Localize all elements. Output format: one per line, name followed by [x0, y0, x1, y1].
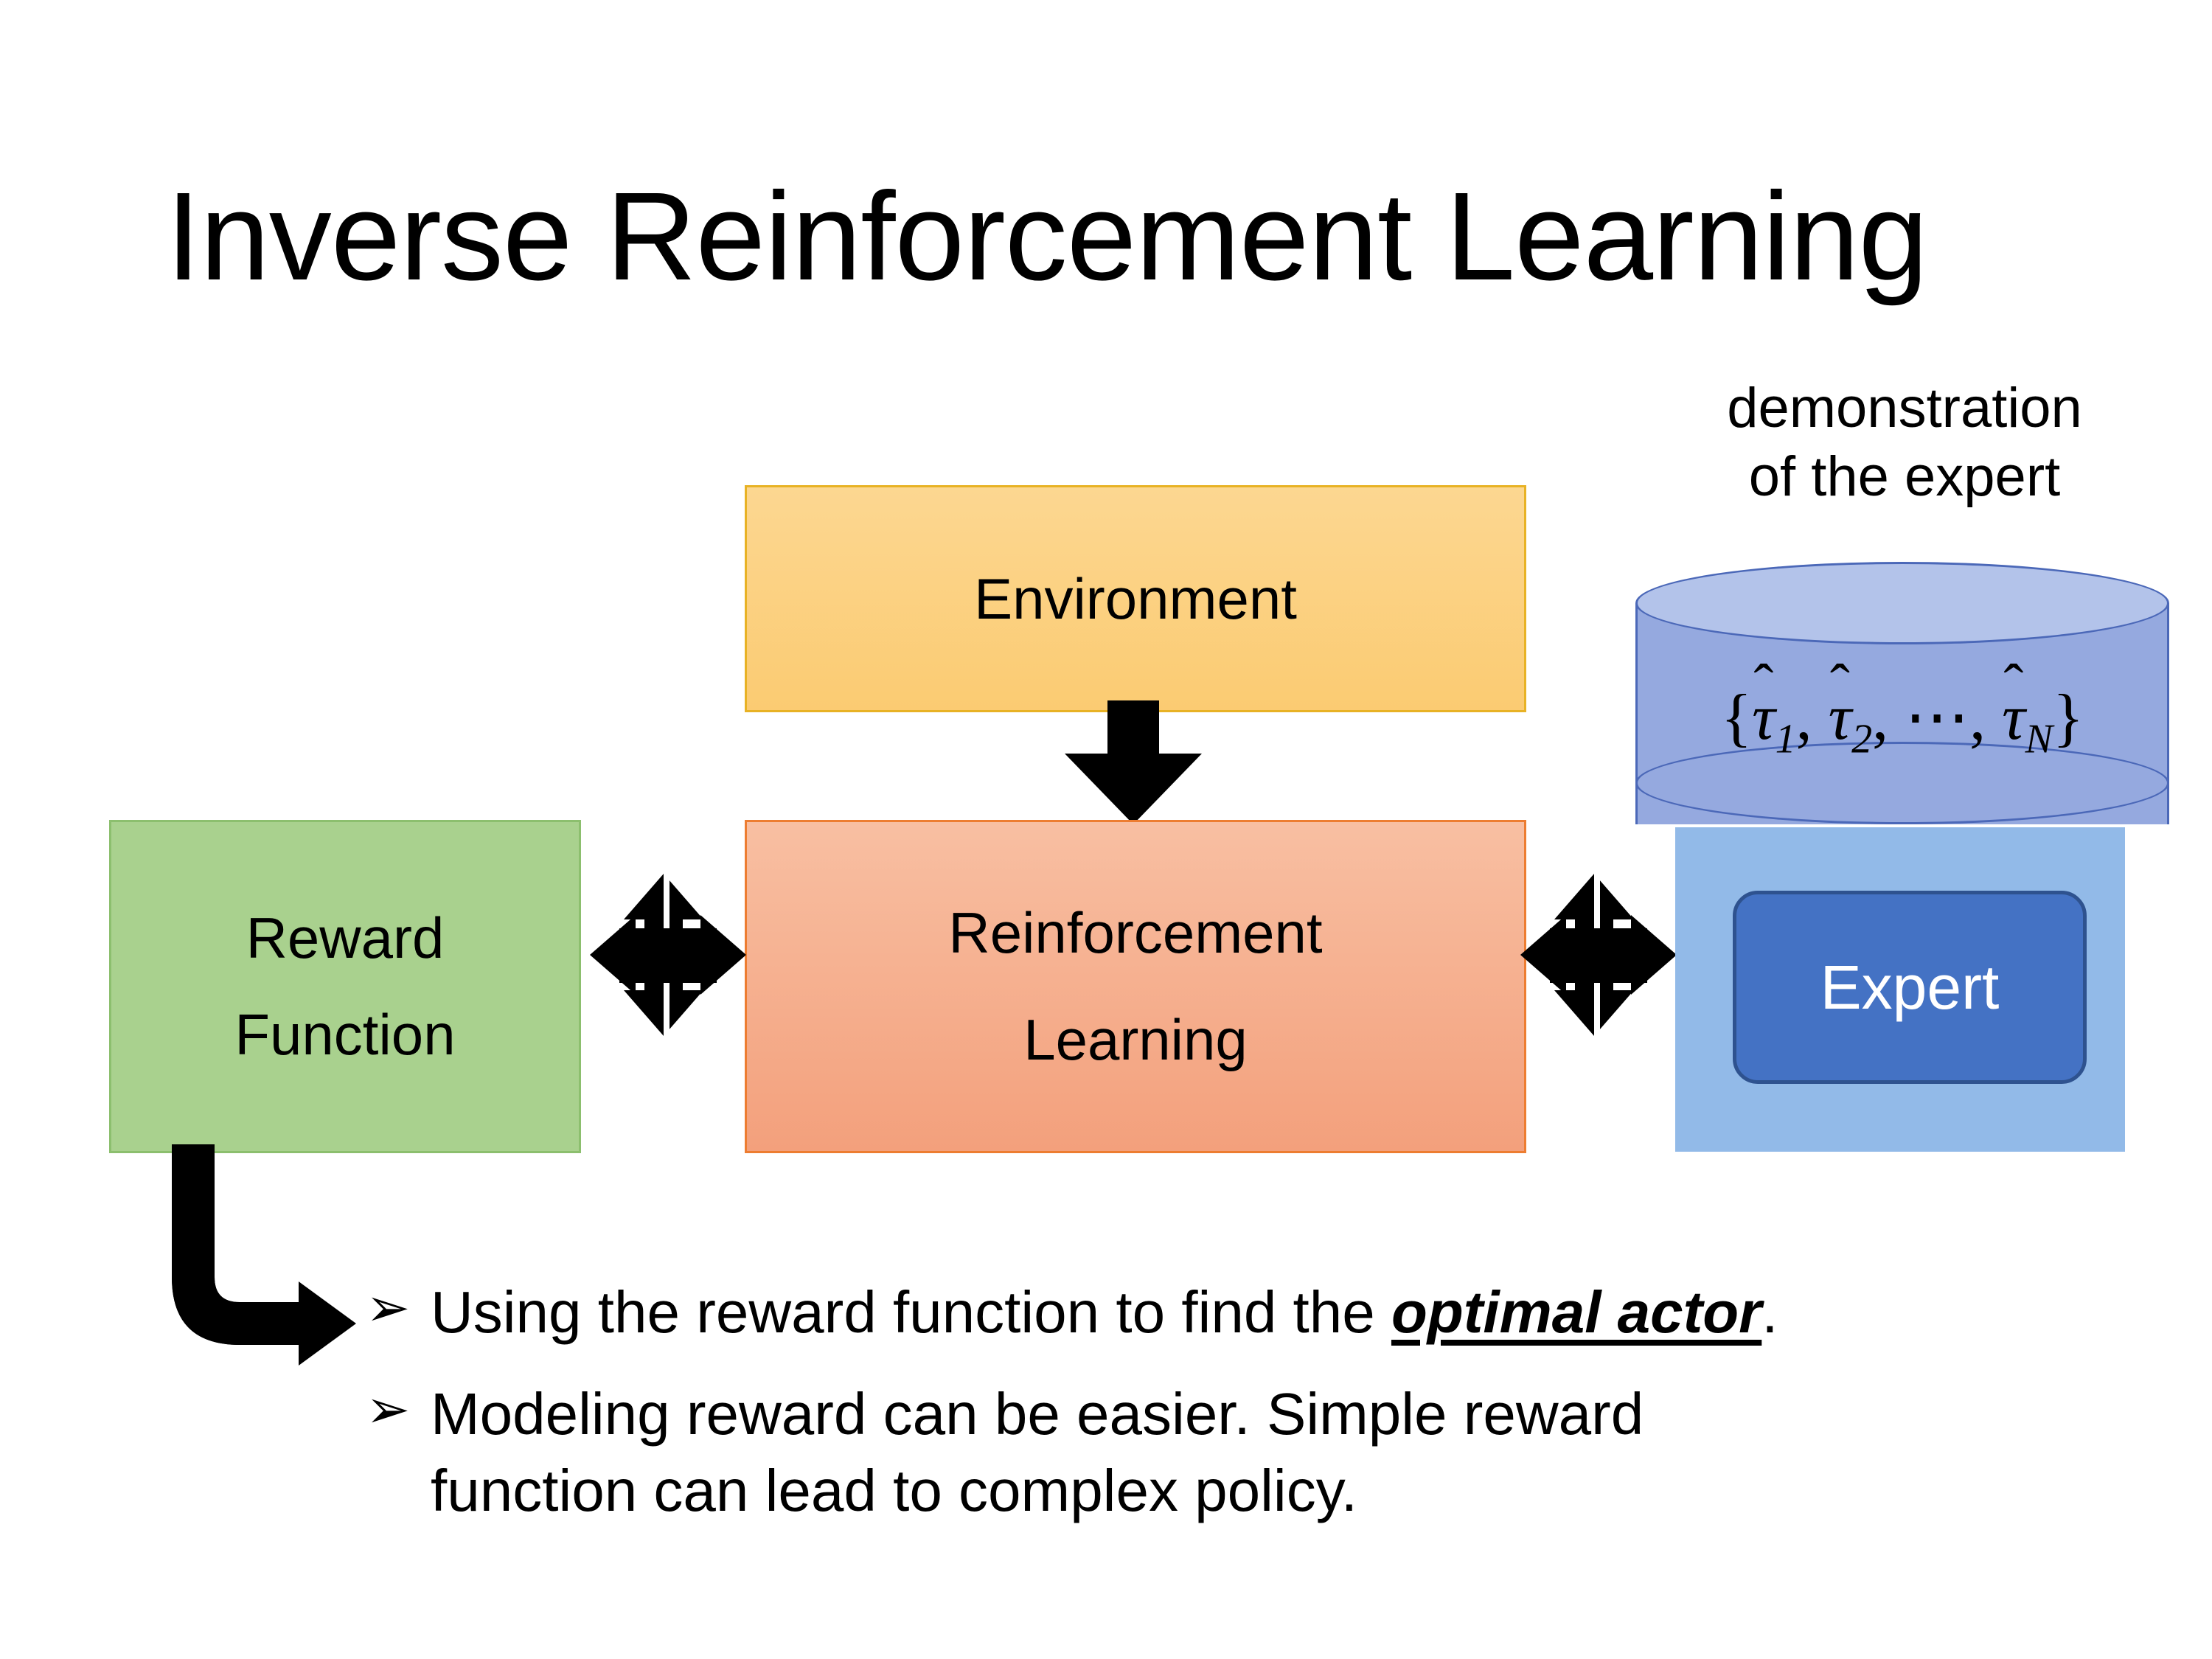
demonstration-store-cylinder: {τ̂1, τ̂2, ⋯, τ̂N}	[1635, 562, 2169, 866]
reward-to-bullets-elbow-arrow	[172, 1144, 356, 1388]
list-item: ➢ Using the reward function to find the …	[366, 1274, 2062, 1351]
bullet-1-text-after: .	[1761, 1279, 1778, 1345]
set-subscript-n: N	[2025, 716, 2053, 762]
reward-label-line2: Function	[234, 1002, 456, 1067]
environment-box: Environment	[745, 485, 1526, 712]
page-title: Inverse Reinforcement Learning	[166, 167, 1928, 307]
set-ellipsis: ⋯	[1905, 682, 1970, 754]
rl-expert-bidirectional-arrow	[1520, 874, 1677, 1036]
bullet-arrow-icon: ➢	[366, 1380, 411, 1439]
bullet-list: ➢ Using the reward function to find the …	[366, 1274, 2062, 1554]
bullet-1-text: Using the reward function to find the op…	[431, 1274, 2062, 1351]
trajectory-set-label: {τ̂1, τ̂2, ⋯, τ̂N}	[1720, 682, 2084, 762]
list-item: ➢ Modeling reward can be easier. Simple …	[366, 1376, 2062, 1529]
rl-label-line2: Learning	[1023, 1007, 1248, 1072]
set-open-brace: {	[1720, 682, 1753, 754]
environment-label: Environment	[974, 566, 1297, 631]
set-subscript-2: 2	[1851, 716, 1873, 762]
demonstration-caption-line1: demonstration	[1727, 377, 2082, 439]
bullet-2-text-line1: Modeling reward can be easier. Simple re…	[431, 1381, 1644, 1447]
reward-function-box: Reward Function	[109, 820, 581, 1153]
cylinder-bottom-ellipse	[1635, 742, 2169, 824]
reward-label-line1: Reward	[246, 905, 445, 971]
environment-to-rl-arrow	[1065, 700, 1202, 824]
bullet-2-text: Modeling reward can be easier. Simple re…	[431, 1376, 2062, 1529]
reinforcement-learning-box: Reinforcement Learning	[745, 820, 1526, 1153]
demonstration-caption-line2: of the expert	[1748, 445, 2061, 508]
bullet-1-text-before: Using the reward function to find the	[431, 1279, 1391, 1345]
demonstration-caption: demonstration of the expert	[1650, 375, 2159, 511]
rl-label-group: Reinforcement Learning	[948, 895, 1322, 1078]
reward-rl-bidirectional-arrow	[590, 874, 746, 1036]
set-subscript-1: 1	[1775, 716, 1796, 762]
bullet-1-emphasis: optimal actor	[1391, 1279, 1762, 1345]
expert-box: Expert	[1733, 891, 2087, 1084]
reward-label-group: Reward Function	[234, 900, 455, 1073]
bullet-arrow-icon: ➢	[366, 1279, 411, 1338]
rl-label-line1: Reinforcement	[948, 900, 1323, 966]
expert-label: Expert	[1820, 952, 2000, 1022]
set-close-brace: }	[2052, 682, 2084, 754]
bullet-2-text-line2: function can lead to complex policy.	[431, 1458, 1357, 1523]
cylinder-top-ellipse	[1635, 562, 2169, 644]
